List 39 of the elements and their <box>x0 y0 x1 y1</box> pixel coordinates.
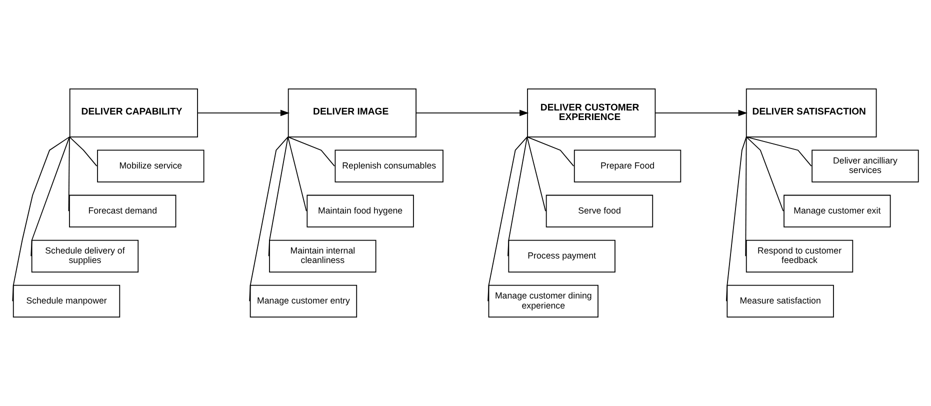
node-box: Process payment <box>508 240 616 272</box>
node-box: Respond to customer feedback <box>746 240 854 272</box>
connector <box>69 136 98 167</box>
node-box: Serve food <box>546 194 654 228</box>
arrow <box>416 110 529 116</box>
connector <box>508 136 528 257</box>
connector <box>249 136 288 302</box>
connector <box>12 136 70 302</box>
node-box: Manage customer exit <box>784 194 891 228</box>
node-box: Measure satisfaction <box>726 284 834 318</box>
node-box: DELIVER IMAGE <box>288 88 416 138</box>
node-box: Mobilize service <box>97 150 204 182</box>
node-box: Schedule manpower <box>12 284 120 318</box>
arrow <box>197 110 290 116</box>
connector <box>745 136 747 257</box>
node-box: Forecast demand <box>69 194 176 228</box>
connector <box>68 136 70 212</box>
node-box: Maintain internal cleanliness <box>269 240 376 272</box>
connector <box>726 136 747 302</box>
connector <box>288 136 307 212</box>
node-box: Prepare Food <box>574 150 682 182</box>
connector <box>288 136 335 167</box>
connector <box>268 136 288 257</box>
node-box: Maintain food hygene <box>306 194 414 228</box>
node-box: DELIVER SATISFACTION <box>746 88 877 138</box>
connector <box>526 136 546 212</box>
node-box: Deliver ancilliary services <box>812 150 919 182</box>
node-box: Schedule delivery of supplies <box>31 240 139 272</box>
connector <box>526 136 574 167</box>
connector <box>488 136 528 302</box>
node-box: Manage customer dining experience <box>488 284 598 318</box>
node-box: DELIVER CAPABILITY <box>69 88 198 138</box>
connector <box>746 136 784 212</box>
node-box: Replenish consumables <box>334 150 444 182</box>
node-box: Manage customer entry <box>250 284 358 318</box>
connector <box>746 136 812 167</box>
arrow <box>654 110 748 116</box>
connector <box>30 136 70 257</box>
node-box: DELIVER CUSTOMER EXPERIENCE <box>527 88 656 138</box>
